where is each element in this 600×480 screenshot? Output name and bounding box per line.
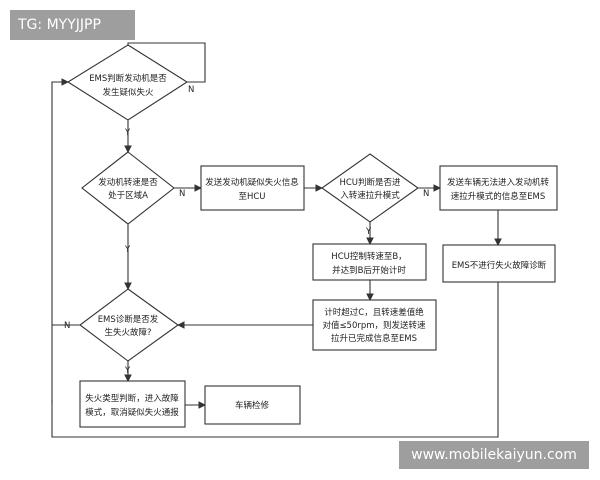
watermark-bottom-right: www.mobilekaiyun.com <box>399 441 589 469</box>
p2-line2: 速拉升模式的信息至EMS <box>451 191 546 202</box>
branch-labels: N Y N Y N Y N Y <box>64 85 429 376</box>
process-p4 <box>442 244 556 283</box>
d1-line1: EMS判断发动机是否 <box>89 73 167 84</box>
p7-line1: 车辆检修 <box>235 400 270 411</box>
return-main-loop <box>51 78 70 404</box>
d3-line2: 入转速拉升模式 <box>340 190 400 201</box>
d4-no-label: N <box>64 321 70 331</box>
process-p6 <box>79 380 186 428</box>
d2-line2: 处于区域A <box>108 190 148 201</box>
return-p4-loop <box>51 282 499 438</box>
d4-line2: 生失火故障? <box>104 327 151 338</box>
process-p5 <box>312 299 437 351</box>
p6-line1: 失火类型判断，进入故障 <box>85 393 179 404</box>
p5-line3: 拉升已完成信息至EMS <box>331 333 417 344</box>
p1-line2: 至HCU <box>238 192 265 202</box>
decision-d1 <box>66 44 189 121</box>
process-p2 <box>439 165 558 211</box>
d4-yes-label: Y <box>124 366 131 376</box>
decision-d2 <box>81 151 175 225</box>
process-p7 <box>204 385 301 425</box>
d2-line1: 发动机转速是否 <box>98 177 158 188</box>
decision-d4 <box>79 288 179 362</box>
p3-line1: HCU控制转速至B， <box>331 251 406 262</box>
d2-no-label: N <box>179 189 185 199</box>
process-p1 <box>200 165 305 211</box>
p6-line2: 模式，取消疑似失火通报 <box>85 407 179 418</box>
shapes <box>66 44 558 428</box>
p2-line1: 发送车辆无法进入发动机转 <box>447 177 550 188</box>
p5-line2: 对值≤50rpm，则发送转速 <box>322 320 426 331</box>
d1-line2: 发生疑似失火 <box>102 87 154 98</box>
d4-line1: EMS诊断是否发 <box>98 314 159 325</box>
connectors <box>51 42 502 438</box>
process-p3 <box>312 243 427 281</box>
watermark-top-left: TG: MYYJJPP <box>10 10 135 40</box>
p3-line2: 并达到B后开始计时 <box>332 265 406 276</box>
decision-d3 <box>321 153 419 223</box>
d3-no-label: N <box>423 189 429 199</box>
d3-yes-label: Y <box>365 227 372 237</box>
d1-yes-label: Y <box>124 128 131 138</box>
p1-line1: 发送发动机疑似失火信息 <box>205 177 299 188</box>
p4-line1: EMS不进行失火故障诊断 <box>452 260 547 271</box>
node-labels: EMS判断发动机是否 发生疑似失火 发动机转速是否 处于区域A 发送发动机疑似失… <box>85 73 549 418</box>
p5-line1: 计时超过C，且转速差值绝 <box>324 307 424 318</box>
d2-yes-label: Y <box>124 245 131 255</box>
d1-no-label: N <box>188 85 194 95</box>
d3-line1: HCU判断是否进 <box>339 177 401 188</box>
